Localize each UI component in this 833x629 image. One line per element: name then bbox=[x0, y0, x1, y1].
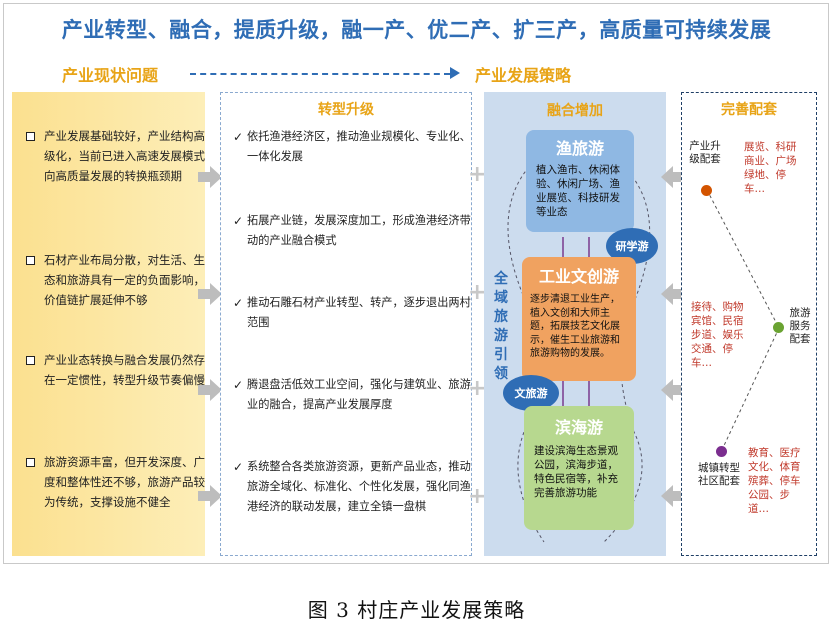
support-group-items: 展览、科研商业、广场绿地、停车… bbox=[744, 141, 797, 195]
arrow-left-icon bbox=[661, 485, 685, 507]
arrow-left-icon bbox=[661, 166, 685, 188]
full-domain-tourism-label: 全域旅游引领 bbox=[494, 271, 508, 382]
industrial-tourism-title: 工业文创游 bbox=[538, 267, 619, 286]
industrial-tourism-box: 工业文创游 逐步清退工业生产，植入文创和大师主题，拓展技艺文化展示，催生工业旅游… bbox=[522, 257, 636, 381]
support-header: 完善配套 bbox=[721, 102, 777, 118]
upgrade-header: 转型升级 bbox=[318, 102, 374, 118]
arrow-left-icon bbox=[661, 379, 685, 401]
support-connector-lines bbox=[706, 189, 780, 453]
coastal-tourism-title: 滨海游 bbox=[554, 418, 603, 437]
culture-tour-badge: 文旅游 bbox=[503, 375, 559, 411]
arrow-right-icon bbox=[198, 379, 222, 401]
support-dot bbox=[716, 446, 727, 457]
upgrade-item: ✓推动石雕石材产业转型、转产，逐步退出两村范围 bbox=[233, 293, 473, 333]
check-icon: ✓ bbox=[233, 378, 244, 392]
issue-item: 产业发展基础较好，产业结构高级化，当前已进入高速发展模式向高质量发展的转换瓶颈期 bbox=[26, 126, 216, 186]
support-group-label: 旅游服务配套 bbox=[789, 307, 811, 345]
fishing-tourism-title: 渔旅游 bbox=[555, 139, 604, 158]
check-icon: ✓ bbox=[233, 214, 244, 228]
coastal-tourism-text: 建设滨海生态景观公园，滨海步道，特色民宿等，补充完善旅游功能 bbox=[534, 445, 618, 499]
upgrade-panel: 转型升级 ✓依托渔港经济区，推动渔业规模化、专业化、一体化发展 ✓拓展产业链，发… bbox=[220, 92, 472, 556]
issue-item: 石材产业布局分散，对生活、生态和旅游具有一定的负面影响，价值链扩展延伸不够 bbox=[26, 250, 216, 310]
check-icon: ✓ bbox=[233, 460, 244, 474]
issues-panel: 产业发展基础较好，产业结构高级化，当前已进入高速发展模式向高质量发展的转换瓶颈期… bbox=[12, 92, 205, 556]
support-dot bbox=[701, 185, 712, 196]
support-dot bbox=[773, 322, 784, 333]
check-icon: ✓ bbox=[233, 130, 244, 144]
diagram-title: 产业转型、融合，提质升级，融一产、优二产、扩三产，高质量可持续发展 bbox=[61, 18, 772, 42]
coastal-tourism-box: 滨海游 建设滨海生态景观公园，滨海步道，特色民宿等，补充完善旅游功能 bbox=[524, 406, 634, 530]
strategy-header: 产业发展策略 bbox=[475, 66, 572, 85]
upgrade-item: ✓系统整合各类旅游资源，更新产品业态，推动旅游全域化、标准化、个性化发展，强化同… bbox=[233, 457, 473, 517]
header-arrow-head bbox=[450, 67, 460, 79]
industrial-tourism-text: 逐步清退工业生产，植入文创和大师主题，拓展技艺文化展示，催生工业旅游和旅游购物的… bbox=[530, 294, 620, 359]
upgrade-item: ✓拓展产业链，发展深度加工，形成渔港经济带动的产业融合模式 bbox=[233, 211, 473, 251]
plus-icon: + bbox=[468, 280, 487, 305]
plus-icon: + bbox=[468, 484, 487, 509]
support-group-items: 教育、医疗文化、体育殡葬、停车公园、步道… bbox=[748, 447, 801, 515]
fishing-tourism-box: 渔旅游 植入渔市、休闲体验、休闲广场、渔业展览、科技研发等业态 bbox=[526, 130, 634, 232]
figure-caption: 图 3 村庄产业发展策略 bbox=[307, 598, 526, 622]
plus-icon: + bbox=[468, 376, 487, 401]
support-group-label: 产业升级配套 bbox=[689, 140, 721, 165]
arrow-right-icon bbox=[198, 166, 222, 188]
arrow-right-icon bbox=[198, 283, 222, 305]
header-dashed-arrow-line bbox=[190, 73, 450, 75]
upgrade-item: ✓腾退盘活低效工业空间，强化与建筑业、旅游业的融合，提高产业发展厚度 bbox=[233, 375, 473, 415]
issue-item: 旅游资源丰富，但开发深度、广度和整体性还不够，旅游产品较为传统，支撑设施不健全 bbox=[26, 452, 216, 512]
check-icon: ✓ bbox=[233, 296, 244, 310]
support-panel: 完善配套 bbox=[681, 92, 817, 556]
current-issues-header: 产业现状问题 bbox=[62, 66, 159, 85]
fishing-tourism-text: 植入渔市、休闲体验、休闲广场、渔业展览、科技研发等业态 bbox=[536, 164, 620, 218]
support-group-items: 接待、购物宾馆、民宿步道、娱乐交通、停车… bbox=[691, 301, 744, 369]
upgrade-item: ✓依托渔港经济区，推动渔业规模化、专业化、一体化发展 bbox=[233, 127, 473, 167]
plus-icon: + bbox=[468, 162, 487, 187]
arrow-left-icon bbox=[661, 283, 685, 305]
issue-item: 产业业态转换与融合发展仍然存在一定惯性，转型升级节奏偏慢 bbox=[26, 350, 216, 390]
support-group-label: 城镇转型社区配套 bbox=[698, 462, 740, 487]
fusion-header: 融合增加 bbox=[547, 103, 603, 119]
arrow-right-icon bbox=[198, 485, 222, 507]
